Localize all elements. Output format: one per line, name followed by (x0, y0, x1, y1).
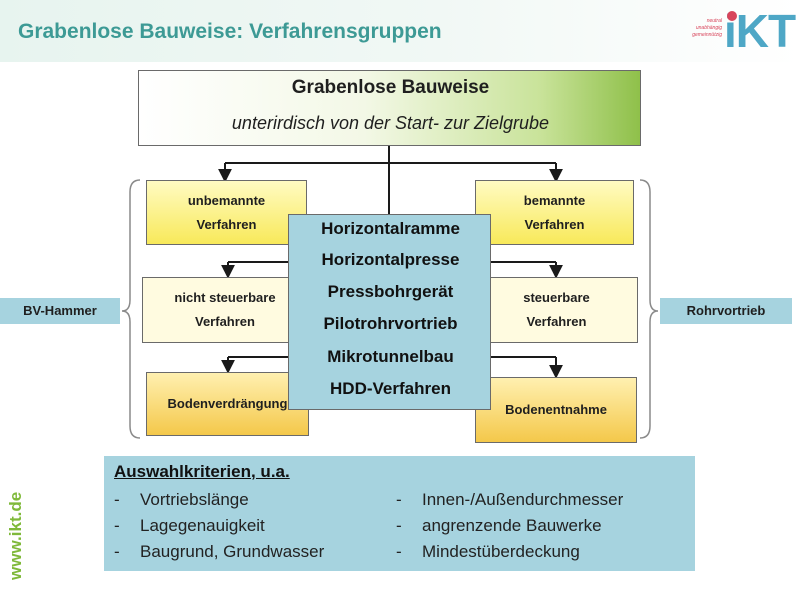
box-line: Verfahren (196, 216, 257, 232)
criteria-item: - Lagegenauigkeit (114, 516, 265, 536)
box-line: Bodenentnahme (505, 402, 607, 417)
box-line: Bodenverdrängung (167, 396, 288, 411)
box-line: unbemannte (187, 192, 266, 208)
logo-tagline-3: gemeinnützig (692, 32, 722, 38)
method-item: Pilotrohrvortrieb (323, 314, 458, 333)
dash: - (114, 542, 120, 561)
box-line: Verfahren (526, 314, 587, 329)
criteria-item: - Baugrund, Grundwasser (114, 542, 324, 562)
criteria-text: Vortriebslänge (140, 490, 249, 509)
criteria-text: Lagegenauigkeit (140, 516, 265, 535)
method-item: Horizontalramme (321, 219, 460, 238)
root-subtitle: unterirdisch von der Start- zur Zielgrub… (231, 113, 550, 133)
dash: - (114, 516, 120, 535)
box-line: Verfahren (195, 314, 255, 329)
criteria-item: - Vortriebslänge (114, 490, 249, 510)
box-line: steuerbare (523, 290, 590, 305)
criteria-item: - Innen-/Außendurchmesser (396, 490, 623, 510)
box-line: nicht steuerbare (174, 290, 276, 305)
ikt-logo: neutral unabhängig gemeinnützig iKT (684, 4, 796, 58)
nicht-steuerbare-verfahren-box: nicht steuerbare Verfahren (142, 277, 308, 343)
bv-hammer-label: BV-Hammer (0, 298, 120, 324)
criteria-box: Auswahlkriterien, u.a. - Vortriebslänge -… (104, 456, 695, 571)
criteria-item: - angrenzende Bauwerke (396, 516, 602, 536)
dash: - (396, 542, 402, 561)
website-url[interactable]: www.ikt.de (6, 491, 25, 580)
criteria-text: angrenzende Bauwerke (422, 516, 602, 535)
box-line: bemannte (523, 192, 586, 208)
rohrvortrieb-label: Rohrvortrieb (660, 298, 792, 324)
page-title: Grabenlose Bauweise: Verfahrensgruppen (18, 20, 442, 43)
method-item: Pressbohrgerät (327, 282, 454, 301)
root-box: Grabenlose Bauweise unterirdisch von der… (138, 70, 641, 146)
methods-box: Horizontalramme Horizontalpresse Pressbo… (288, 214, 491, 410)
logo-tagline-1: neutral (706, 18, 722, 24)
method-item: Mikrotunnelbau (327, 347, 454, 366)
method-item: Horizontalpresse (321, 250, 460, 269)
unbemannte-verfahren-box: unbemannte Verfahren (146, 180, 307, 245)
criteria-item: - Mindestüberdeckung (396, 542, 580, 562)
bemannte-verfahren-box: bemannte Verfahren (475, 180, 634, 245)
method-item: HDD-Verfahren (330, 379, 451, 398)
root-title: Grabenlose Bauweise (291, 77, 490, 98)
bodenverdraengung-box: Bodenverdrängung (146, 372, 309, 436)
criteria-text: Mindestüberdeckung (422, 542, 580, 561)
logo-dot-icon (727, 11, 737, 21)
criteria-text: Innen-/Außendurchmesser (422, 490, 624, 509)
header-bar (0, 0, 800, 62)
steuerbare-verfahren-box: steuerbare Verfahren (475, 277, 638, 343)
box-line: Verfahren (524, 216, 585, 232)
dash: - (396, 490, 402, 509)
bodenentnahme-box: Bodenentnahme (475, 377, 637, 443)
dash: - (396, 516, 402, 535)
logo-tagline-2: unabhängig (695, 25, 722, 31)
criteria-text: Baugrund, Grundwasser (140, 542, 325, 561)
dash: - (114, 490, 120, 509)
criteria-title: Auswahlkriterien, u.a. (114, 462, 290, 481)
